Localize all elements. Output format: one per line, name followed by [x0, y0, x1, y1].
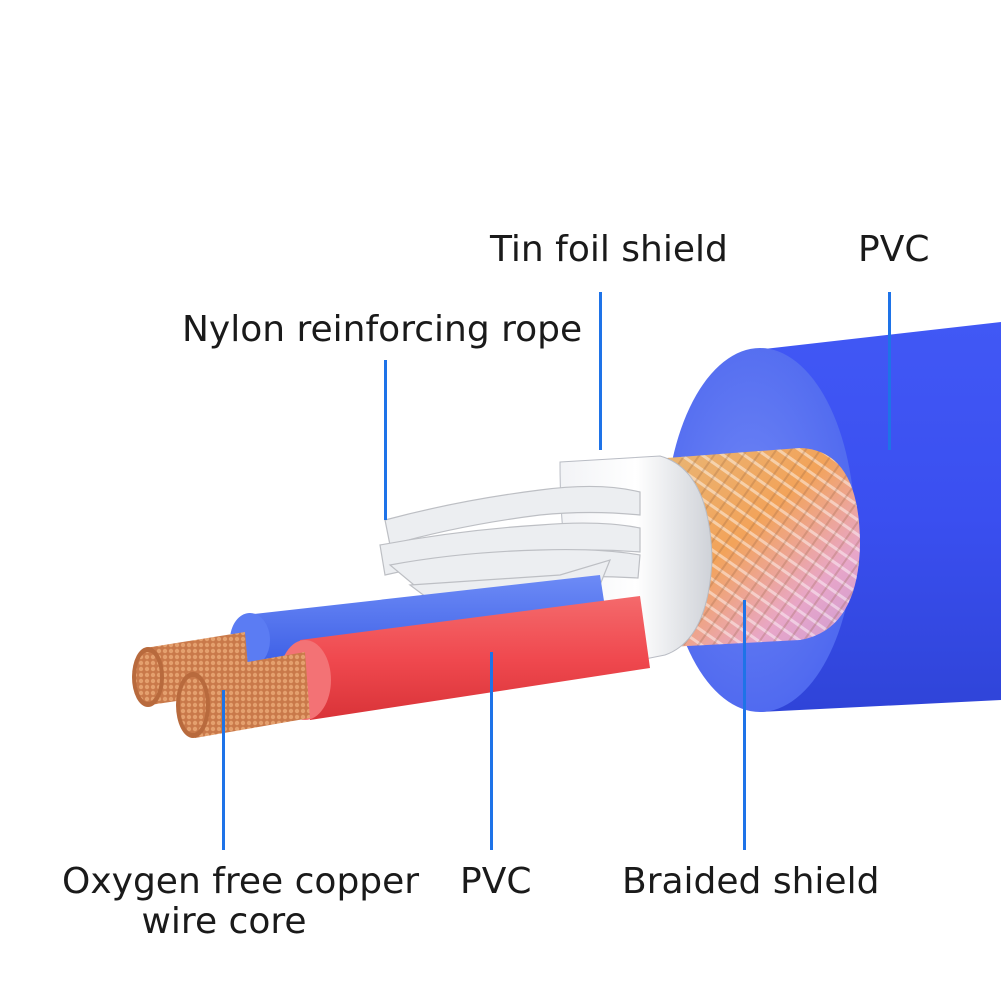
label-outer-pvc: PVC — [858, 229, 930, 270]
label-braided-shield: Braided shield — [622, 861, 880, 902]
label-nylon-rope: Nylon reinforcing rope — [182, 309, 583, 350]
leader-tin-foil — [599, 292, 602, 450]
leader-braided — [743, 600, 746, 850]
copper-core-front — [190, 652, 310, 738]
label-inner-pvc: PVC — [460, 861, 532, 902]
leader-outer-pvc — [888, 292, 891, 450]
label-copper-core: Oxygen free copper wire core — [62, 861, 420, 942]
label-copper-core-line1: Oxygen free copper — [62, 861, 420, 902]
nylon-rope — [379, 485, 641, 601]
red-insulation — [300, 596, 650, 720]
leader-copper — [222, 690, 225, 850]
label-copper-core-line2: wire core — [141, 901, 307, 942]
leader-inner-pvc — [490, 652, 493, 850]
label-tin-foil-shield: Tin foil shield — [490, 229, 728, 270]
leader-nylon — [384, 360, 387, 520]
